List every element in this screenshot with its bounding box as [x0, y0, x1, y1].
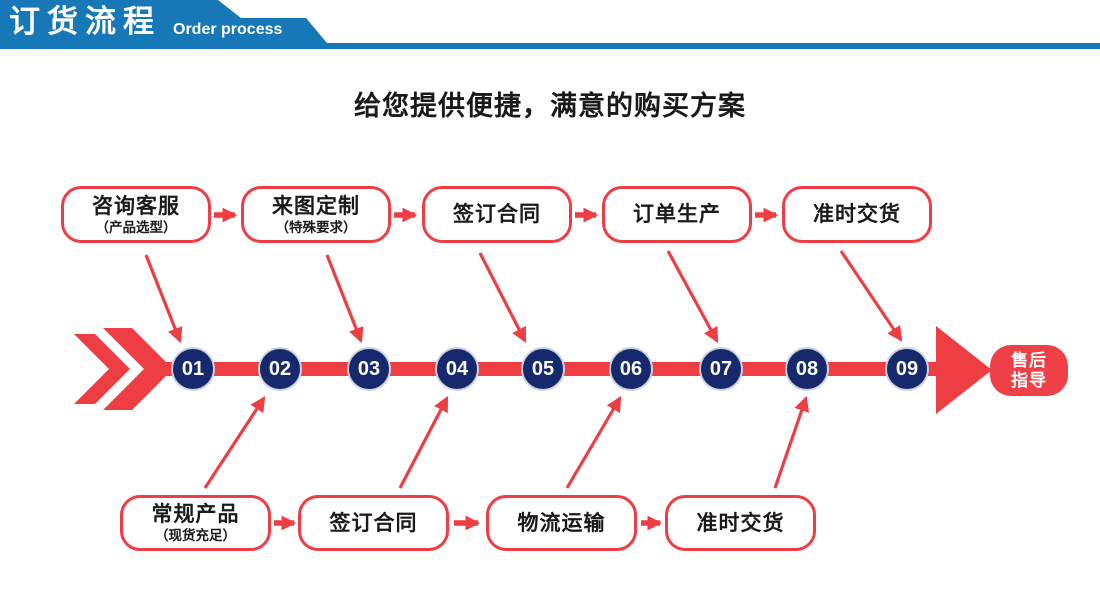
timeline-node-08: 08: [785, 347, 829, 391]
page-headline: 给您提供便捷，满意的购买方案: [354, 91, 746, 121]
timeline-node-09: 09: [885, 347, 929, 391]
step-title: 订单生产: [633, 203, 721, 226]
step-box-logistics: 物流运输: [486, 495, 637, 551]
step-box-sign-contract-bottom: 签订合同: [298, 495, 449, 551]
step-box-ontime-delivery-bottom: 准时交货: [665, 495, 816, 551]
timeline-node-04: 04: [435, 347, 479, 391]
pointer-top-step1-to-node01-icon: [144, 254, 183, 344]
step-title: 咨询客服: [92, 194, 180, 218]
pointer-bottom-step1-to-node02-icon: [203, 396, 266, 489]
step-box-regular-product: 常规产品 （现货充足）: [120, 495, 271, 551]
step-title: 来图定制: [272, 194, 360, 218]
banner-title-en: Order process: [173, 21, 283, 38]
timeline-node-06: 06: [609, 347, 653, 391]
pointer-top-step3-to-node05-icon: [478, 252, 527, 344]
timeline-node-02: 02: [258, 347, 302, 391]
step-box-consult-service: 咨询客服 （产品选型）: [61, 186, 211, 243]
pointer-bottom-step3-to-node06-icon: [565, 396, 622, 489]
timeline-node-05: 05: [521, 347, 565, 391]
step-title: 准时交货: [813, 203, 901, 226]
after-sales-badge-line2: 指导: [1011, 370, 1047, 390]
timeline-start-chevron-icon: [74, 334, 130, 404]
step-title: 签订合同: [329, 511, 418, 535]
pointer-bottom-step2-to-node04-icon: [398, 395, 449, 489]
step-subtitle: （特殊要求）: [275, 219, 357, 235]
pointer-bottom-step4-to-node08-icon: [773, 395, 810, 489]
timeline-node-01: 01: [171, 347, 215, 391]
step-title: 物流运输: [517, 511, 606, 535]
pointer-top-step5-to-node09-icon: [839, 250, 903, 342]
pointer-top-step2-to-node03-icon: [325, 254, 364, 344]
step-title: 签订合同: [453, 203, 541, 226]
timeline-node-03: 03: [347, 347, 391, 391]
after-sales-badge-line1: 售后: [1011, 350, 1047, 370]
banner-title-zh: 订货流程: [9, 4, 161, 39]
step-title: 常规产品: [151, 503, 240, 526]
step-box-sign-contract-top: 签订合同: [422, 186, 572, 243]
banner-ribbon-shape: [0, 0, 1100, 49]
after-sales-badge: 售后 指导: [990, 345, 1068, 396]
timeline-node-07: 07: [699, 347, 743, 391]
step-box-ontime-delivery-top: 准时交货: [782, 186, 932, 243]
step-box-order-production: 订单生产: [602, 186, 752, 243]
timeline-end-arrow-icon: [936, 326, 992, 414]
step-box-custom-drawing: 来图定制 （特殊要求）: [241, 186, 391, 243]
step-subtitle: （现货充足）: [155, 528, 236, 543]
pointer-top-step4-to-node07-icon: [666, 250, 719, 344]
step-subtitle: （产品选型）: [95, 219, 177, 235]
banner-ribbon: [0, 0, 1100, 49]
step-title: 准时交货: [696, 511, 785, 535]
